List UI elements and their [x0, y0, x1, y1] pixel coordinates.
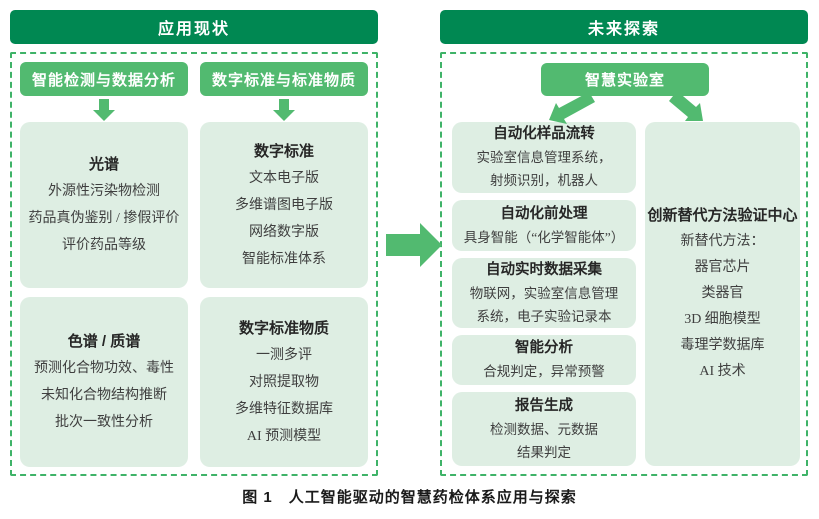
box-line: 射频识别，机器人 — [490, 173, 598, 188]
box-digital-reference-material: 数字标准物质 一测多评 对照提取物 多维特征数据库 AI 预测模型 — [200, 297, 368, 467]
box-report-generation: 报告生成 检测数据、元数据 结果判定 — [452, 392, 636, 466]
box-line: 检测数据、元数据 — [490, 421, 598, 437]
box-line: AI 预测模型 — [246, 428, 322, 444]
box-alternative-method-validation-center: 创新替代方法验证中心 新替代方法： 器官芯片 类器官 3D 细胞模型 毒理学数据… — [645, 122, 800, 466]
box-line: 器官芯片 — [694, 260, 751, 275]
box-line: 评价药品等级 — [62, 238, 146, 253]
box-automated-pretreatment: 自动化前处理 具身智能（“化学智能体”） — [452, 200, 636, 251]
box-title: 自动化样品流转 — [493, 126, 595, 142]
box-title: 报告生成 — [515, 397, 573, 414]
box-line: 网络数字版 — [249, 224, 319, 240]
box-line: 系统，电子实验记录本 — [476, 308, 612, 324]
box-title: 智能分析 — [515, 340, 573, 356]
box-title: 数字标准物质 — [238, 319, 329, 337]
right-panel-header: 未来探索 — [440, 10, 808, 44]
left-panel-header: 应用现状 — [10, 10, 378, 44]
box-line: 外源性污染物检测 — [48, 184, 160, 199]
button-intelligent-detection: 智能检测与数据分析 — [20, 62, 188, 96]
box-line: 文本电子版 — [249, 170, 319, 186]
box-line: 结果判定 — [517, 444, 571, 460]
box-line: 多维谱图电子版 — [235, 197, 333, 213]
box-title: 创新替代方法验证中心 — [647, 207, 798, 224]
box-title: 数字标准 — [253, 142, 314, 160]
box-auto-realtime-data-collection: 自动实时数据采集 物联网，实验室信息管理 系统，电子实验记录本 — [452, 258, 636, 328]
right-arrow-icon — [386, 223, 442, 267]
box-line: 批次一致性分析 — [55, 415, 153, 430]
box-line: 一测多评 — [256, 347, 312, 363]
box-line: 药品真伪鉴别 / 掺假评价 — [28, 211, 180, 226]
box-title: 色谱 / 质谱 — [67, 333, 141, 350]
box-line: 物联网，实验室信息管理 — [469, 285, 619, 301]
box-automated-sample-flow: 自动化样品流转 实验室信息管理系统， 射频识别，机器人 — [452, 122, 636, 193]
box-line: 3D 细胞模型 — [684, 312, 761, 327]
box-digital-standard: 数字标准 文本电子版 多维谱图电子版 网络数字版 智能标准体系 — [200, 122, 368, 288]
box-line: 新替代方法： — [680, 234, 765, 249]
box-line: 多维特征数据库 — [235, 401, 333, 417]
box-line: 智能标准体系 — [242, 251, 326, 267]
box-line: AI 技术 — [699, 364, 746, 379]
box-intelligent-analysis: 智能分析 合规判定，异常预警 — [452, 335, 636, 385]
figure-caption: 图 1 人工智能驱动的智慧药检体系应用与探索 — [242, 489, 577, 506]
box-line: 具身智能（“化学智能体”） — [463, 229, 625, 245]
left-panel-dashed-frame — [10, 52, 378, 476]
box-line: 类器官 — [701, 286, 744, 301]
button-digital-standards: 数字标准与标准物质 — [200, 62, 368, 96]
box-line: 预测化合物功效、毒性 — [34, 361, 174, 376]
box-title: 自动实时数据采集 — [486, 261, 602, 278]
box-line: 对照提取物 — [249, 374, 319, 390]
box-line: 未知化合物结构推断 — [41, 388, 167, 403]
button-smart-laboratory: 智慧实验室 — [541, 63, 709, 96]
box-title: 光谱 — [88, 156, 119, 173]
box-line: 毒理学数据库 — [680, 338, 765, 353]
box-title: 自动化前处理 — [500, 205, 588, 222]
box-chromatography: 色谱 / 质谱 预测化合物功效、毒性 未知化合物结构推断 批次一致性分析 — [20, 297, 188, 467]
box-line: 合规判定，异常预警 — [483, 364, 605, 379]
box-line: 实验室信息管理系统， — [476, 150, 612, 165]
box-spectroscopy: 光谱 外源性污染物检测 药品真伪鉴别 / 掺假评价 评价药品等级 — [20, 122, 188, 288]
